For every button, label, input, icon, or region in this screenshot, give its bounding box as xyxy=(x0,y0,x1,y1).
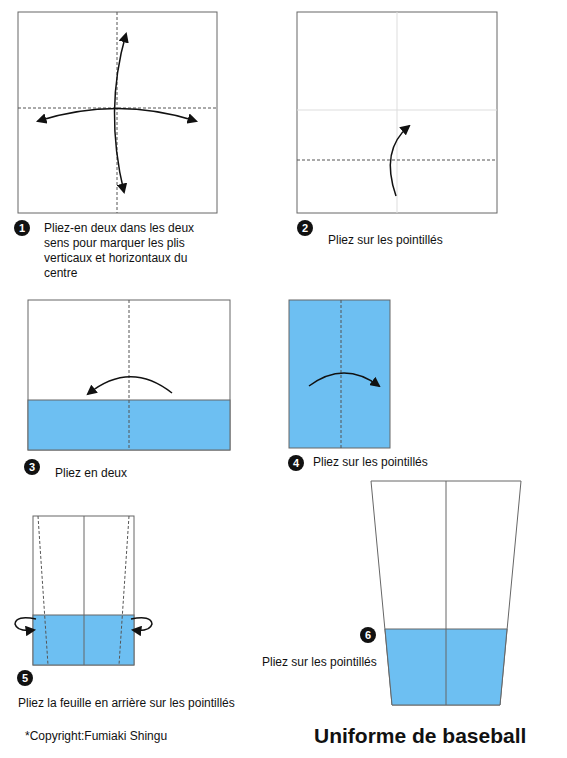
step-number: 1 xyxy=(14,220,30,236)
step-1-sheet xyxy=(18,12,217,213)
step-instruction: Pliez en deux xyxy=(55,466,127,481)
sheet-title: Uniforme de baseball xyxy=(314,724,526,748)
step-5-sheet xyxy=(15,516,152,665)
step-number: 4 xyxy=(288,455,304,471)
step-4-sheet xyxy=(289,300,390,448)
step-instruction: Pliez sur les pointillés xyxy=(262,655,377,670)
step-number: 2 xyxy=(297,220,313,236)
step-instruction: Pliez-en deux dans les deux sens pour ma… xyxy=(44,221,209,281)
copyright-note: *Copyright:Fumiaki Shingu xyxy=(25,729,167,744)
step-instruction: Pliez la feuille en arrière sur les poin… xyxy=(18,696,235,711)
step-number: 5 xyxy=(17,670,33,686)
step-instruction: Pliez sur les pointillés xyxy=(328,233,443,248)
step-instruction: Pliez sur les pointillés xyxy=(313,455,428,470)
step-2-sheet xyxy=(297,12,497,213)
step-3-sheet xyxy=(28,300,230,450)
step-number: 3 xyxy=(24,459,40,475)
step-number: 6 xyxy=(360,627,376,643)
step-6-uniform xyxy=(371,481,521,705)
